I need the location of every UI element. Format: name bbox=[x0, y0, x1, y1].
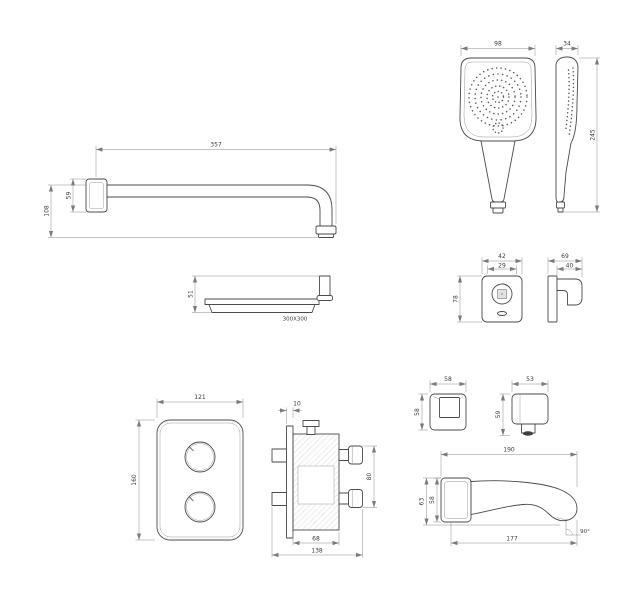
dim-bracket-depth: 69 bbox=[561, 253, 569, 260]
dim-valve-handle-span: 80 bbox=[366, 473, 373, 481]
dim-outlet-width: 53 bbox=[526, 376, 534, 383]
dim-bracket-side-width: 40 bbox=[566, 263, 574, 270]
valve-mounting-plate bbox=[286, 425, 294, 539]
spout-body bbox=[470, 480, 578, 522]
valve-handle-top bbox=[348, 445, 363, 465]
hand-shower-front-view: 98 bbox=[459, 41, 537, 214]
dim-escutcheon-width: 58 bbox=[444, 376, 452, 383]
dim-valve-plate-thickness: 10 bbox=[293, 401, 301, 408]
spray-center-dot bbox=[497, 96, 499, 98]
rain-head-size-label: 300X300 bbox=[283, 317, 308, 323]
shower-arm-view: 357 59 108 bbox=[44, 142, 337, 238]
escutcheon-view: 58 58 bbox=[414, 376, 467, 431]
dim-outlet-height: 59 bbox=[495, 411, 502, 419]
bracket-front-view: 42 29 78 bbox=[453, 253, 523, 323]
valve-inlet-top bbox=[271, 448, 287, 463]
dim-bracket-width: 42 bbox=[498, 253, 506, 260]
rain-head-view: 51 300X300 bbox=[188, 275, 333, 323]
dim-hand-shower-height: 245 bbox=[590, 129, 597, 141]
dim-arm-length: 357 bbox=[210, 142, 222, 149]
dim-spout-height-inner: 58 bbox=[429, 496, 436, 504]
dim-arm-flange-height: 59 bbox=[66, 192, 73, 200]
dim-spout-height-outer: 63 bbox=[419, 498, 426, 506]
hand-shower-side-view: 34 245 bbox=[555, 41, 600, 213]
dim-hand-shower-depth: 34 bbox=[563, 41, 571, 48]
dim-hand-shower-width: 98 bbox=[494, 41, 502, 48]
dim-plate-height: 160 bbox=[131, 474, 138, 486]
dim-escutcheon-height: 58 bbox=[414, 408, 421, 416]
arm-tube bbox=[106, 184, 333, 227]
hand-shower-handle bbox=[480, 140, 516, 203]
valve-handle-bottom bbox=[348, 489, 363, 508]
dim-valve-total-width: 138 bbox=[311, 548, 323, 555]
bracket-side-view: 69 40 bbox=[547, 253, 583, 323]
dim-bracket-inner-width: 29 bbox=[498, 263, 506, 270]
spout-wall-flange bbox=[440, 477, 472, 523]
spout-view: 90° 190 63 58 177 bbox=[419, 447, 590, 546]
dim-spout-length: 190 bbox=[503, 447, 515, 454]
wall-outlet-view: 53 59 bbox=[495, 376, 549, 436]
arm-wall-flange bbox=[85, 178, 108, 213]
dim-bracket-height: 78 bbox=[453, 295, 460, 303]
dim-valve-body-width: 68 bbox=[312, 536, 320, 543]
trim-plate-view: 121 160 bbox=[131, 394, 244, 541]
dim-spout-bottom-length: 177 bbox=[506, 536, 518, 543]
outlet-opening bbox=[522, 431, 534, 436]
valve-body-view: 10 80 68 138 bbox=[271, 401, 377, 558]
dim-arm-drop-height: 108 bbox=[44, 205, 51, 217]
bracket-hook bbox=[556, 278, 583, 306]
dim-plate-width: 121 bbox=[194, 394, 206, 401]
dim-spout-angle: 90° bbox=[580, 529, 590, 535]
rain-head-plate bbox=[204, 298, 320, 305]
valve-inlet-bottom bbox=[271, 492, 287, 506]
dim-rain-head-height: 51 bbox=[188, 290, 195, 298]
